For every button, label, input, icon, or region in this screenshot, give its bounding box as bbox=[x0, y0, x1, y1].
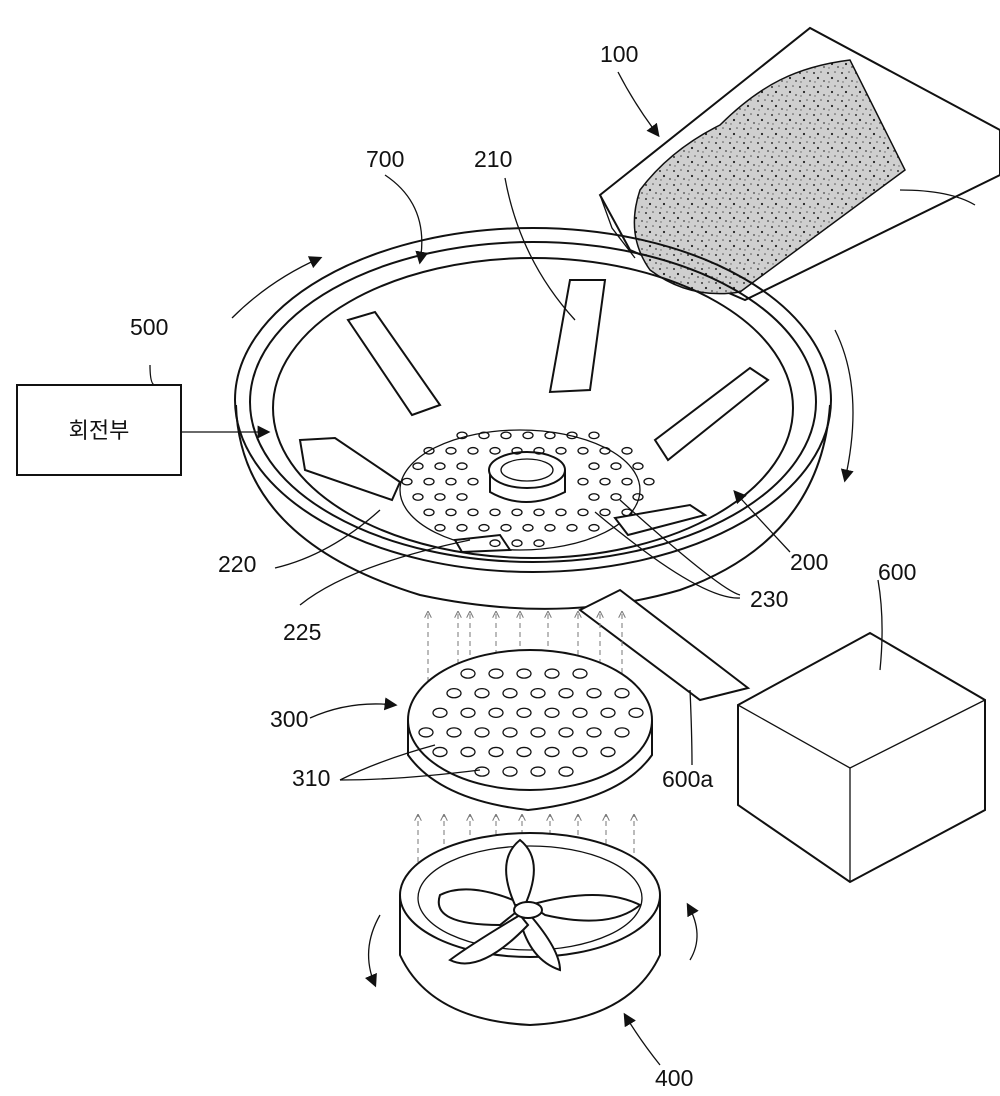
label-200: 200 bbox=[790, 549, 828, 575]
label-300: 300 bbox=[270, 706, 308, 732]
granular-material bbox=[634, 60, 905, 294]
drum-center-hub bbox=[489, 452, 565, 502]
label-600: 600 bbox=[878, 559, 916, 585]
rotator-box-label: 회전부 bbox=[69, 419, 130, 444]
label-310: 310 bbox=[292, 765, 330, 791]
label-230: 230 bbox=[750, 586, 788, 612]
label-400: 400 bbox=[655, 1065, 693, 1091]
label-500: 500 bbox=[130, 314, 168, 340]
label-100: 100 bbox=[600, 41, 638, 67]
rotator-unit: 회전부 bbox=[17, 385, 268, 475]
perforated-plate bbox=[408, 650, 652, 810]
label-600a: 600a bbox=[662, 766, 713, 792]
label-220: 220 bbox=[218, 551, 256, 577]
label-210: 210 bbox=[474, 146, 512, 172]
label-225: 225 bbox=[283, 619, 321, 645]
label-700: 700 bbox=[366, 146, 404, 172]
